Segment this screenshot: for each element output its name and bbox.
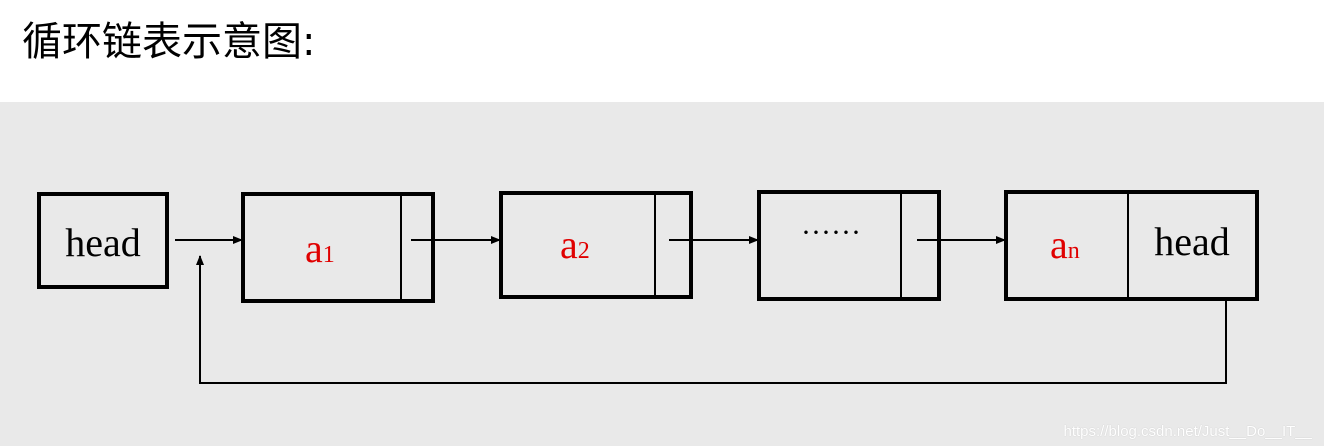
node-a2	[499, 191, 693, 299]
node-an	[1004, 190, 1259, 301]
node-a2-data: a2	[560, 222, 590, 267]
head-node-label: head	[65, 220, 141, 265]
node-ellipsis-label: ······	[801, 216, 861, 249]
watermark: https://blog.csdn.net/Just__Do__IT__	[1063, 423, 1313, 440]
node-a1	[241, 192, 435, 303]
head-node	[37, 192, 169, 289]
page-title: 循环链表示意图:	[22, 19, 316, 65]
arrow-an-loop-back	[196, 255, 1227, 384]
node-a1-data: a1	[305, 226, 335, 271]
node-an-data: an	[1050, 222, 1080, 267]
diagram-panel	[0, 102, 1324, 446]
node-ellipsis	[757, 190, 941, 301]
node-an-pointer-label: head	[1154, 219, 1230, 264]
